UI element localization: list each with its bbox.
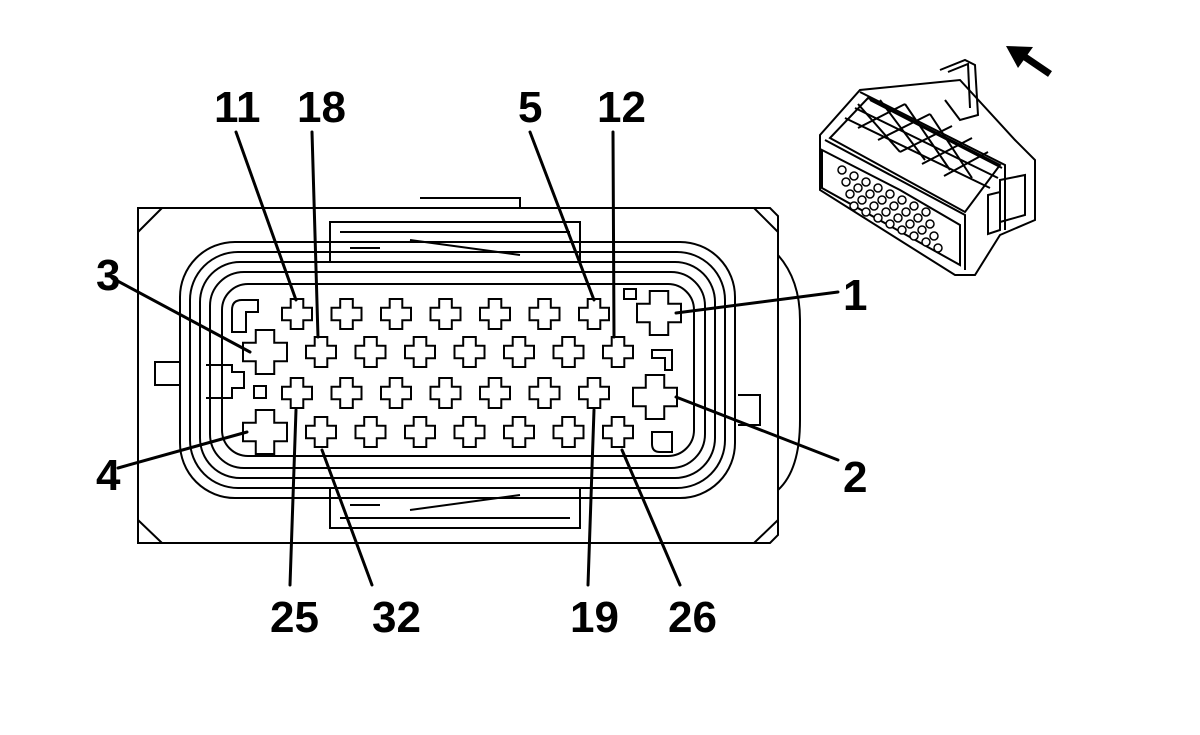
pin-cavity-small-4 — [479, 298, 511, 330]
pin-cavity-small-6 — [578, 298, 610, 330]
pin-cavity-grid — [242, 290, 682, 455]
pin-cavity-small-22 — [354, 416, 387, 448]
pin-cavity-small-20 — [578, 377, 610, 409]
leader-line-18 — [310, 130, 320, 339]
pin-cavity-4 — [242, 409, 288, 455]
pin-label-3: 3 — [96, 251, 120, 300]
pin-cavity-small-27 — [602, 416, 634, 448]
pin-cavity-1 — [636, 290, 682, 336]
pin-label-12: 12 — [597, 83, 646, 132]
pin-label-5: 5 — [518, 83, 542, 132]
leader-line-12 — [611, 130, 616, 339]
pin-label-25: 25 — [270, 593, 319, 642]
pin-cavity-small-8 — [354, 336, 387, 368]
pin-cavity-small-19 — [528, 377, 561, 409]
connector-face — [137, 197, 801, 544]
pin-cavity-small-1 — [330, 298, 363, 330]
pin-cavity-small-18 — [479, 377, 511, 409]
leader-lines — [110, 130, 840, 587]
pin-cavity-small-15 — [330, 377, 363, 409]
pin-cavity-small-13 — [602, 336, 634, 368]
pin-cavity-small-9 — [404, 336, 436, 368]
leader-line-5 — [528, 130, 596, 302]
pin-label-32: 32 — [372, 593, 421, 642]
pin-cavity-small-21 — [305, 416, 337, 448]
pin-cavity-small-16 — [380, 377, 412, 409]
leader-line-26 — [620, 448, 682, 587]
pin-cavity-small-17 — [429, 377, 462, 409]
connector-perspective-icon — [819, 58, 1036, 276]
pin-cavity-small-23 — [404, 416, 436, 448]
pin-cavity-2 — [632, 374, 678, 420]
pin-cavity-small-0 — [281, 298, 313, 330]
pin-cavity-small-3 — [429, 298, 462, 330]
leader-line-32 — [320, 448, 374, 587]
arrow-up-left-icon — [1006, 46, 1052, 77]
pin-cavity-small-10 — [453, 336, 486, 368]
pin-cavity-small-12 — [552, 336, 585, 368]
pin-cavity-small-5 — [528, 298, 561, 330]
pin-cavity-small-7 — [305, 336, 337, 368]
pin-cavity-small-2 — [380, 298, 412, 330]
pin-label-1: 1 — [843, 271, 867, 320]
pin-labels: 1 2 3 4 5 11 12 18 19 25 26 32 — [96, 83, 867, 642]
pin-label-2: 2 — [843, 453, 867, 502]
pin-label-19: 19 — [570, 593, 619, 642]
leader-line-25 — [288, 408, 298, 587]
leader-line-19 — [586, 408, 596, 587]
pin-cavity-small-24 — [453, 416, 486, 448]
pin-cavity-small-11 — [503, 336, 535, 368]
pin-cavity-3 — [242, 329, 288, 375]
pin-label-11: 11 — [214, 83, 261, 132]
leader-line-1 — [674, 290, 840, 315]
pin-cavity-small-14 — [281, 377, 313, 409]
leader-line-2 — [674, 395, 840, 462]
leader-line-3 — [110, 276, 252, 354]
pin-label-26: 26 — [668, 593, 717, 642]
pin-cavity-small-25 — [503, 416, 535, 448]
leader-line-4 — [116, 430, 249, 470]
pin-label-4: 4 — [96, 451, 121, 500]
leader-line-11 — [234, 130, 298, 302]
pin-label-18: 18 — [297, 83, 346, 132]
pin-cavity-small-26 — [552, 416, 585, 448]
